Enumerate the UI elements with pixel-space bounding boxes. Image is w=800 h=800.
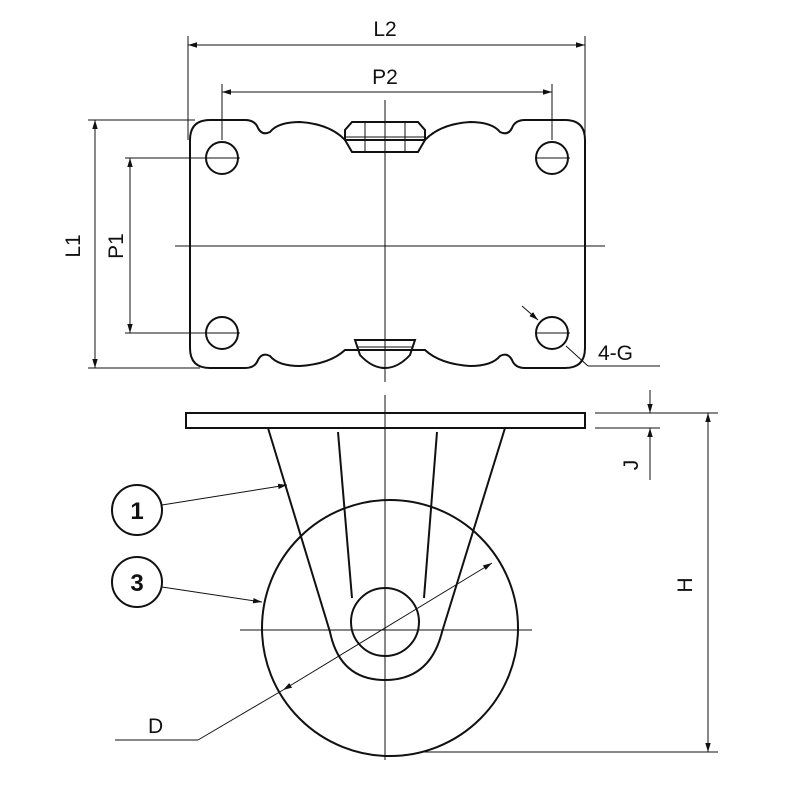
side-view: H J D 1 3 (111, 390, 718, 760)
nut (344, 121, 426, 153)
bracket-rib (423, 431, 438, 599)
callout-1-label: 1 (130, 498, 143, 525)
hole-leader-arrow (521, 305, 539, 321)
l2-label: L2 (373, 18, 396, 41)
callout-1-circle (111, 484, 163, 536)
bracket (266, 427, 507, 682)
bracket-rib (337, 431, 353, 599)
callout-3-label: 3 (130, 570, 143, 597)
callout-3-leader (161, 586, 263, 604)
hole-leader (565, 345, 589, 367)
h-label: H (674, 577, 697, 592)
d-leader (197, 689, 284, 741)
d-label: D (148, 715, 163, 738)
mounting-plate-outline (189, 119, 586, 369)
callout-1-leader (161, 483, 288, 506)
l1-label: L1 (62, 234, 85, 257)
p1-label: P1 (105, 233, 128, 259)
top-view: L2 P2 L1 P1 (62, 18, 660, 382)
d-dimension-line (282, 562, 493, 691)
p2-label: P2 (372, 66, 398, 89)
j-label: J (620, 460, 643, 471)
wheel (261, 499, 519, 757)
holes-label: 4-G (598, 342, 633, 365)
callout-3-circle (111, 556, 163, 608)
